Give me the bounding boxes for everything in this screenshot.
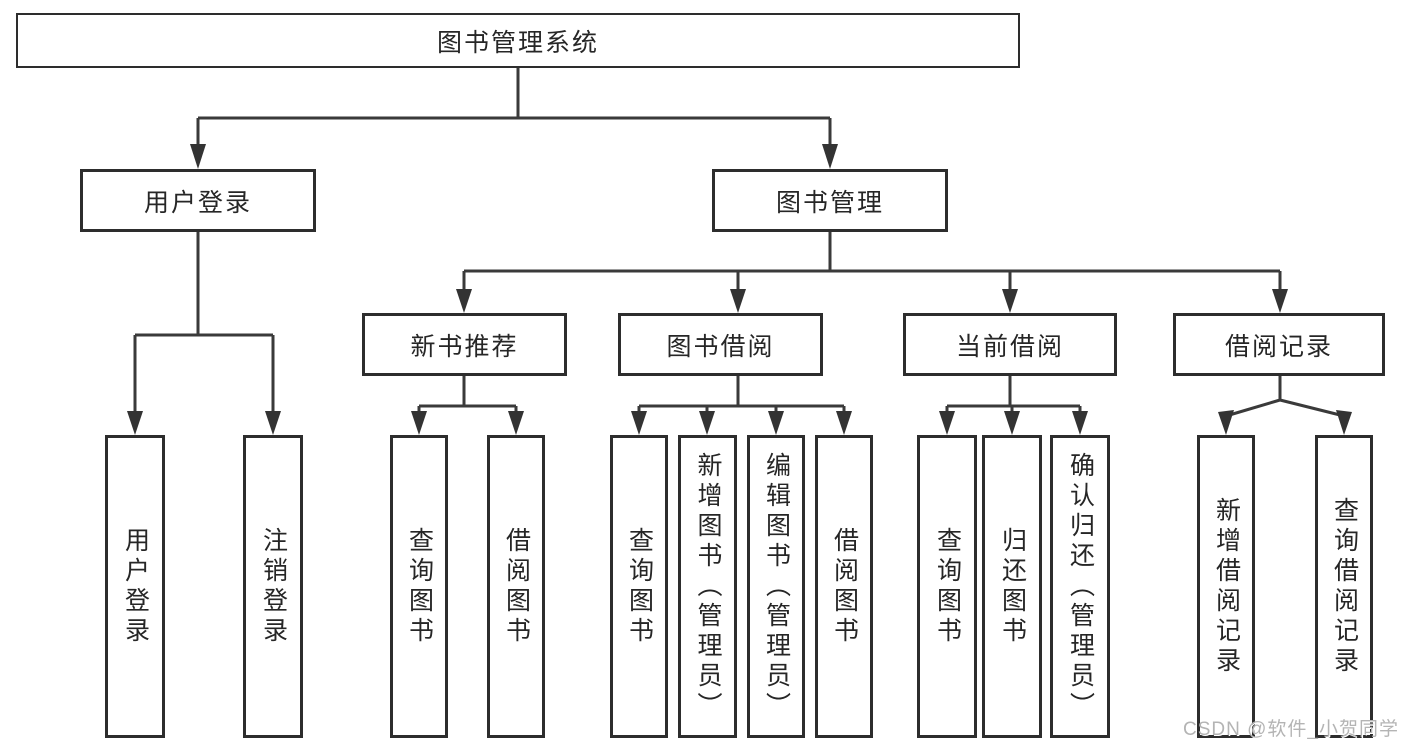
leaf-recommend-borrow-book: 借阅图书 (487, 435, 545, 738)
node-borrow-records: 借阅记录 (1173, 313, 1385, 376)
node-book-management: 图书管理 (712, 169, 948, 232)
leaf-recommend-query-book: 查询图书 (390, 435, 448, 738)
node-user-login-module-label: 用户登录 (143, 188, 252, 217)
node-current-borrow: 当前借阅 (903, 313, 1117, 376)
node-new-book-recommend: 新书推荐 (362, 313, 567, 376)
leaf-recommend-borrow-book-label: 借阅图书 (502, 526, 531, 647)
leaf-return-book: 归还图书 (982, 435, 1042, 738)
node-library-system: 图书管理系统 (16, 13, 1020, 68)
leaf-borrow-query-book: 查询图书 (610, 435, 668, 738)
node-book-management-label: 图书管理 (775, 188, 884, 217)
leaf-logout-label: 注销登录 (259, 526, 288, 647)
leaf-add-borrow-record: 新增借阅记录 (1197, 435, 1255, 738)
leaf-add-book-admin-label: 新增图书（管理员） (694, 451, 722, 722)
leaf-query-borrow-record: 查询借阅记录 (1315, 435, 1373, 738)
leaf-logout: 注销登录 (243, 435, 303, 738)
leaf-current-query-book-label: 查询图书 (933, 526, 962, 647)
node-user-login-module: 用户登录 (80, 169, 316, 232)
leaf-return-book-label: 归还图书 (998, 526, 1027, 647)
leaf-confirm-return-admin-label: 确认归还（管理员） (1066, 451, 1095, 722)
leaf-recommend-query-book-label: 查询图书 (405, 526, 434, 647)
node-library-system-label: 图书管理系统 (436, 28, 599, 57)
leaf-borrow-book-label: 借阅图书 (830, 526, 859, 647)
leaf-user-login-label: 用户登录 (121, 526, 150, 647)
leaf-confirm-return-admin: 确认归还（管理员） (1050, 435, 1110, 738)
leaf-add-book-admin: 新增图书（管理员） (678, 435, 737, 738)
leaf-add-borrow-record-label: 新增借阅记录 (1212, 496, 1241, 677)
node-current-borrow-label: 当前借阅 (955, 332, 1064, 361)
node-book-borrow-label: 图书借阅 (666, 332, 775, 361)
node-borrow-records-label: 借阅记录 (1224, 332, 1333, 361)
leaf-borrow-query-book-label: 查询图书 (625, 526, 654, 647)
node-book-borrow: 图书借阅 (618, 313, 823, 376)
leaf-user-login: 用户登录 (105, 435, 165, 738)
csdn-watermark: CSDN @软件_小贺同学 (1183, 719, 1399, 740)
leaf-borrow-book: 借阅图书 (815, 435, 873, 738)
leaf-current-query-book: 查询图书 (917, 435, 977, 738)
leaf-edit-book-admin-label: 编辑图书（管理员） (762, 451, 791, 722)
leaf-query-borrow-record-label: 查询借阅记录 (1330, 496, 1359, 677)
leaf-edit-book-admin: 编辑图书（管理员） (747, 435, 805, 738)
node-new-book-recommend-label: 新书推荐 (410, 332, 519, 361)
